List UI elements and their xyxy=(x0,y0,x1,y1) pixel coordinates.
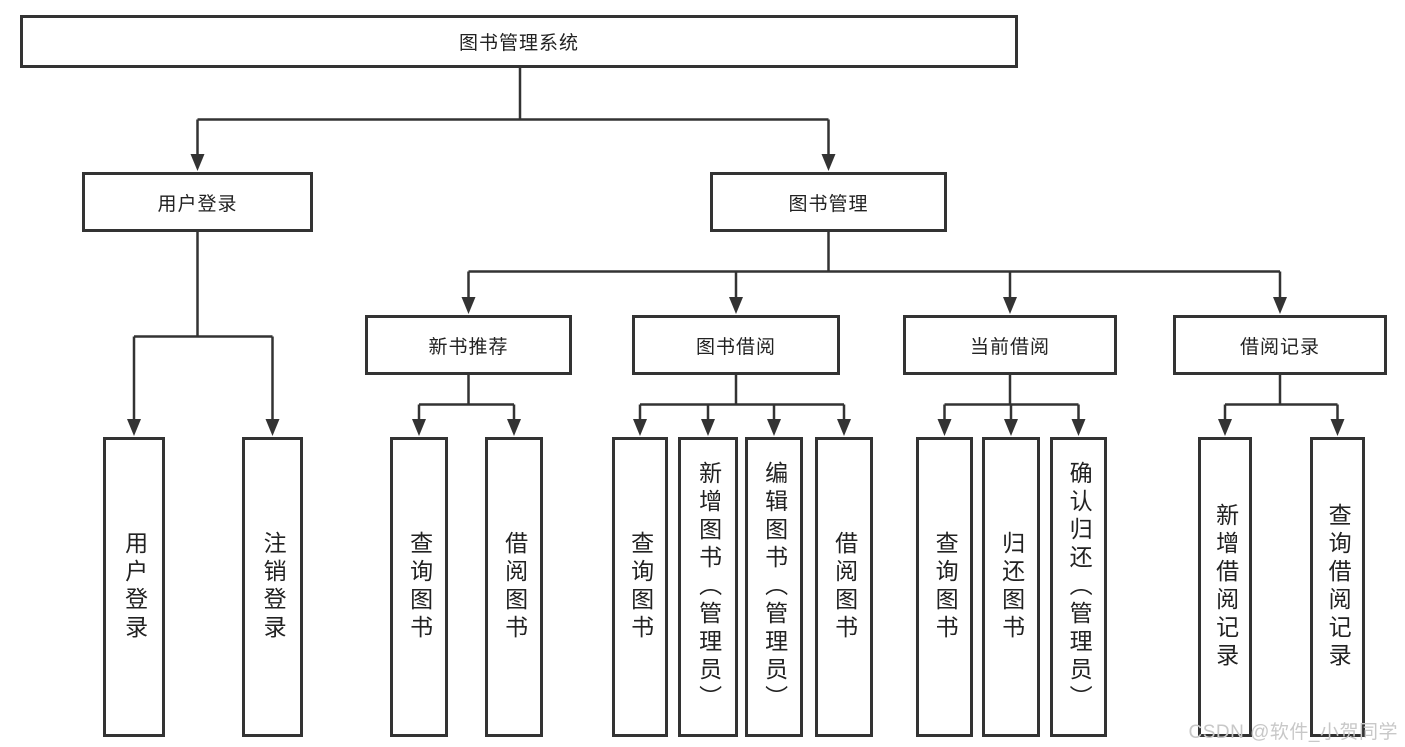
node-user-login: 用户登录 xyxy=(82,172,313,232)
connector-current-borrow-to-leaves xyxy=(937,373,1086,436)
connector-borrow-records-to-leaves xyxy=(1218,373,1345,436)
node-borrow-records: 借阅记录 xyxy=(1173,315,1387,375)
leaf-logout: 注销登录 xyxy=(242,437,303,737)
leaf-add-borrow-record: 新增借阅记录 xyxy=(1198,437,1252,737)
leaf-query-borrow-record-label: 查询借阅记录 xyxy=(1325,503,1352,671)
node-root: 图书管理系统 xyxy=(20,15,1018,68)
leaf-user-login: 用户登录 xyxy=(103,437,165,737)
leaf-query-books-current: 查询图书 xyxy=(916,437,973,737)
csdn-watermark: CSDN @软件_小贺同学 xyxy=(1188,722,1398,743)
leaf-user-login-label: 用户登录 xyxy=(121,531,148,643)
leaf-add-books-admin: 新增图书（管理员） xyxy=(678,437,738,737)
leaf-borrow-books-newbooks: 借阅图书 xyxy=(485,437,543,737)
leaf-confirm-return-admin-label: 确认归还（管理员） xyxy=(1066,461,1093,713)
leaf-borrow-books-borrow-label: 借阅图书 xyxy=(831,531,858,643)
leaf-query-books-newbooks-label: 查询图书 xyxy=(406,531,433,643)
node-new-books: 新书推荐 xyxy=(365,315,572,375)
node-book-borrow: 图书借阅 xyxy=(632,315,840,375)
leaf-query-borrow-record: 查询借阅记录 xyxy=(1310,437,1365,737)
node-book-mgmt: 图书管理 xyxy=(710,172,947,232)
leaf-query-books-newbooks: 查询图书 xyxy=(390,437,448,737)
connector-book-borrow-to-leaves xyxy=(633,373,851,436)
leaf-return-books: 归还图书 xyxy=(982,437,1040,737)
leaf-confirm-return-admin: 确认归还（管理员） xyxy=(1050,437,1107,737)
connector-root-to-level2 xyxy=(190,66,836,171)
leaf-add-books-admin-label: 新增图书（管理员） xyxy=(695,461,722,713)
leaf-borrow-books-borrow: 借阅图书 xyxy=(815,437,873,737)
connector-new-books-to-leaves xyxy=(412,373,521,436)
leaf-query-books-current-label: 查询图书 xyxy=(932,531,959,643)
leaf-return-books-label: 归还图书 xyxy=(998,531,1025,643)
connector-user-login-to-leaves xyxy=(127,230,280,436)
leaf-edit-books-admin-label: 编辑图书（管理员） xyxy=(761,461,788,713)
connector-book-mgmt-to-level3 xyxy=(461,230,1287,314)
leaf-query-books-borrow: 查询图书 xyxy=(612,437,668,737)
leaf-query-books-borrow-label: 查询图书 xyxy=(627,531,654,643)
leaf-add-borrow-record-label: 新增借阅记录 xyxy=(1212,503,1239,671)
leaf-logout-label: 注销登录 xyxy=(260,531,287,643)
leaf-borrow-books-newbooks-label: 借阅图书 xyxy=(501,531,528,643)
leaf-edit-books-admin: 编辑图书（管理员） xyxy=(745,437,803,737)
node-current-borrow: 当前借阅 xyxy=(903,315,1117,375)
